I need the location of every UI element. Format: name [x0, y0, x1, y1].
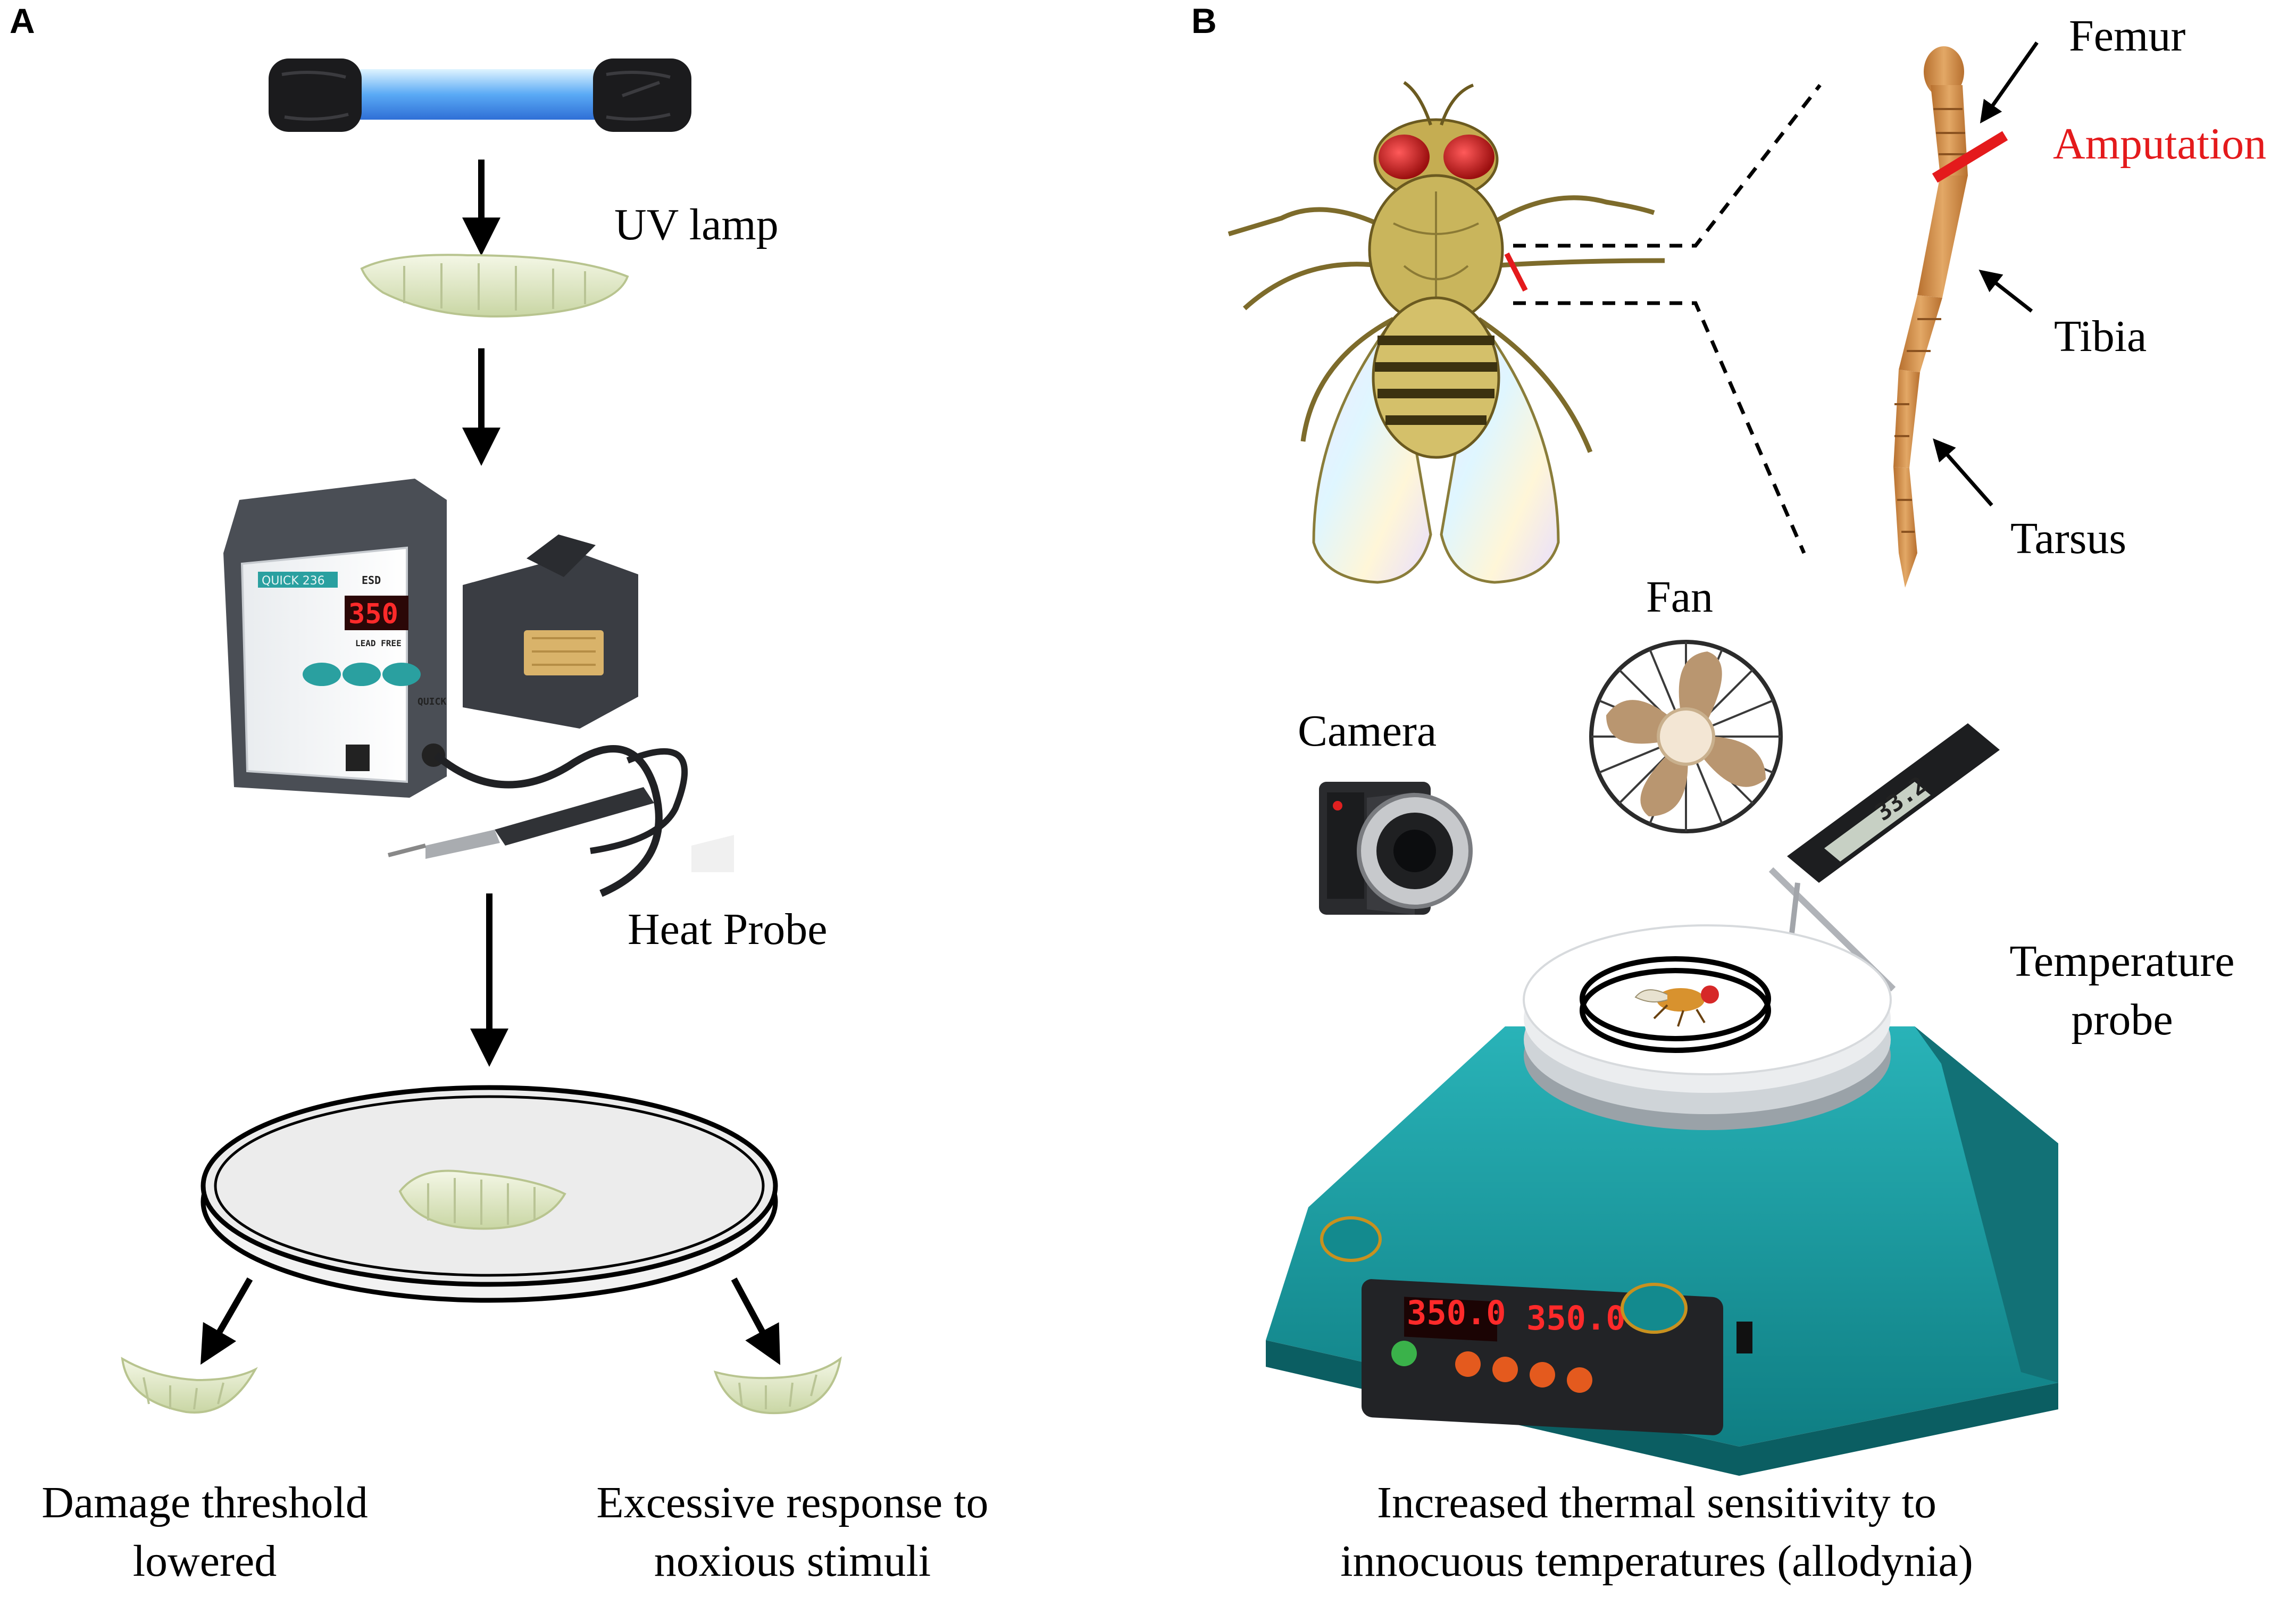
outcome-left-line2: lowered — [133, 1536, 277, 1586]
amputation-mark-on-leg — [1932, 131, 2008, 183]
fan-label: Fan — [1646, 572, 1713, 622]
fly-leg-diagram — [1893, 46, 1968, 588]
leg-label-tarsus: Tarsus — [2010, 514, 2126, 563]
leg-label-amputation: Amputation — [2053, 119, 2266, 169]
outcome-right-line2: noxious stimuli — [654, 1536, 931, 1586]
camera-label: Camera — [1298, 706, 1437, 756]
station-brand: QUICK 236 — [262, 574, 325, 588]
zoom-line-upper — [1513, 83, 1822, 248]
larva-right-outcome — [713, 1356, 842, 1415]
arrow-tarsus — [1933, 438, 1993, 507]
hotplate: 350.0 350.0 — [1266, 1026, 2058, 1476]
arrow-tibia — [1978, 270, 2033, 313]
probe-label-line1: Temperature — [2009, 937, 2234, 986]
leg-label-femur: Femur — [2069, 11, 2185, 61]
station-display: 350 — [348, 598, 398, 630]
arrow-dish-to-right-larva — [731, 1277, 781, 1365]
outcome-left-line1: Damage threshold — [41, 1478, 368, 1527]
station-logo: QUICK — [418, 696, 446, 707]
chamber-ring — [1580, 956, 1771, 1053]
caption-line1: Increased thermal sensitivity to — [1377, 1478, 1936, 1527]
leg-label-tibia: Tibia — [2054, 312, 2147, 361]
outcome-right-line1: Excessive response to — [596, 1478, 988, 1527]
soldering-station: QUICK 236 ESD 350 LEAD FREE QUICK — [223, 479, 734, 897]
caption-line2: innocuous temperatures (allodynia) — [1340, 1536, 1973, 1586]
uv-lamp-label: UV lamp — [614, 200, 779, 249]
fan — [1589, 640, 1783, 833]
uv-lamp — [269, 58, 691, 132]
panel-b-letter: B — [1191, 1, 1217, 40]
hotplate-display-right: 350.0 — [1526, 1299, 1626, 1338]
hotplate-display-left: 350.0 — [1407, 1293, 1506, 1332]
larva-irradiated — [360, 254, 629, 317]
station-leadfree: LEAD FREE — [355, 638, 402, 648]
larva-left-outcome — [121, 1357, 258, 1414]
fruit-fly — [1228, 81, 1665, 584]
camera — [1319, 782, 1473, 915]
larva-in-dish — [398, 1169, 566, 1230]
panel-a-letter: A — [10, 1, 35, 40]
arrow-femur — [1980, 41, 2039, 124]
station-esd: ESD — [362, 574, 381, 587]
heat-probe-label: Heat Probe — [628, 905, 828, 954]
fly-in-chamber — [1634, 985, 1719, 1027]
amputation-mark-on-fly — [1504, 252, 1528, 292]
zoom-line-lower — [1513, 301, 1806, 554]
probe-label-line2: probe — [2071, 995, 2173, 1044]
arrow-dish-to-left-larva — [201, 1277, 253, 1365]
heating-plate-disc — [1523, 924, 1892, 1130]
